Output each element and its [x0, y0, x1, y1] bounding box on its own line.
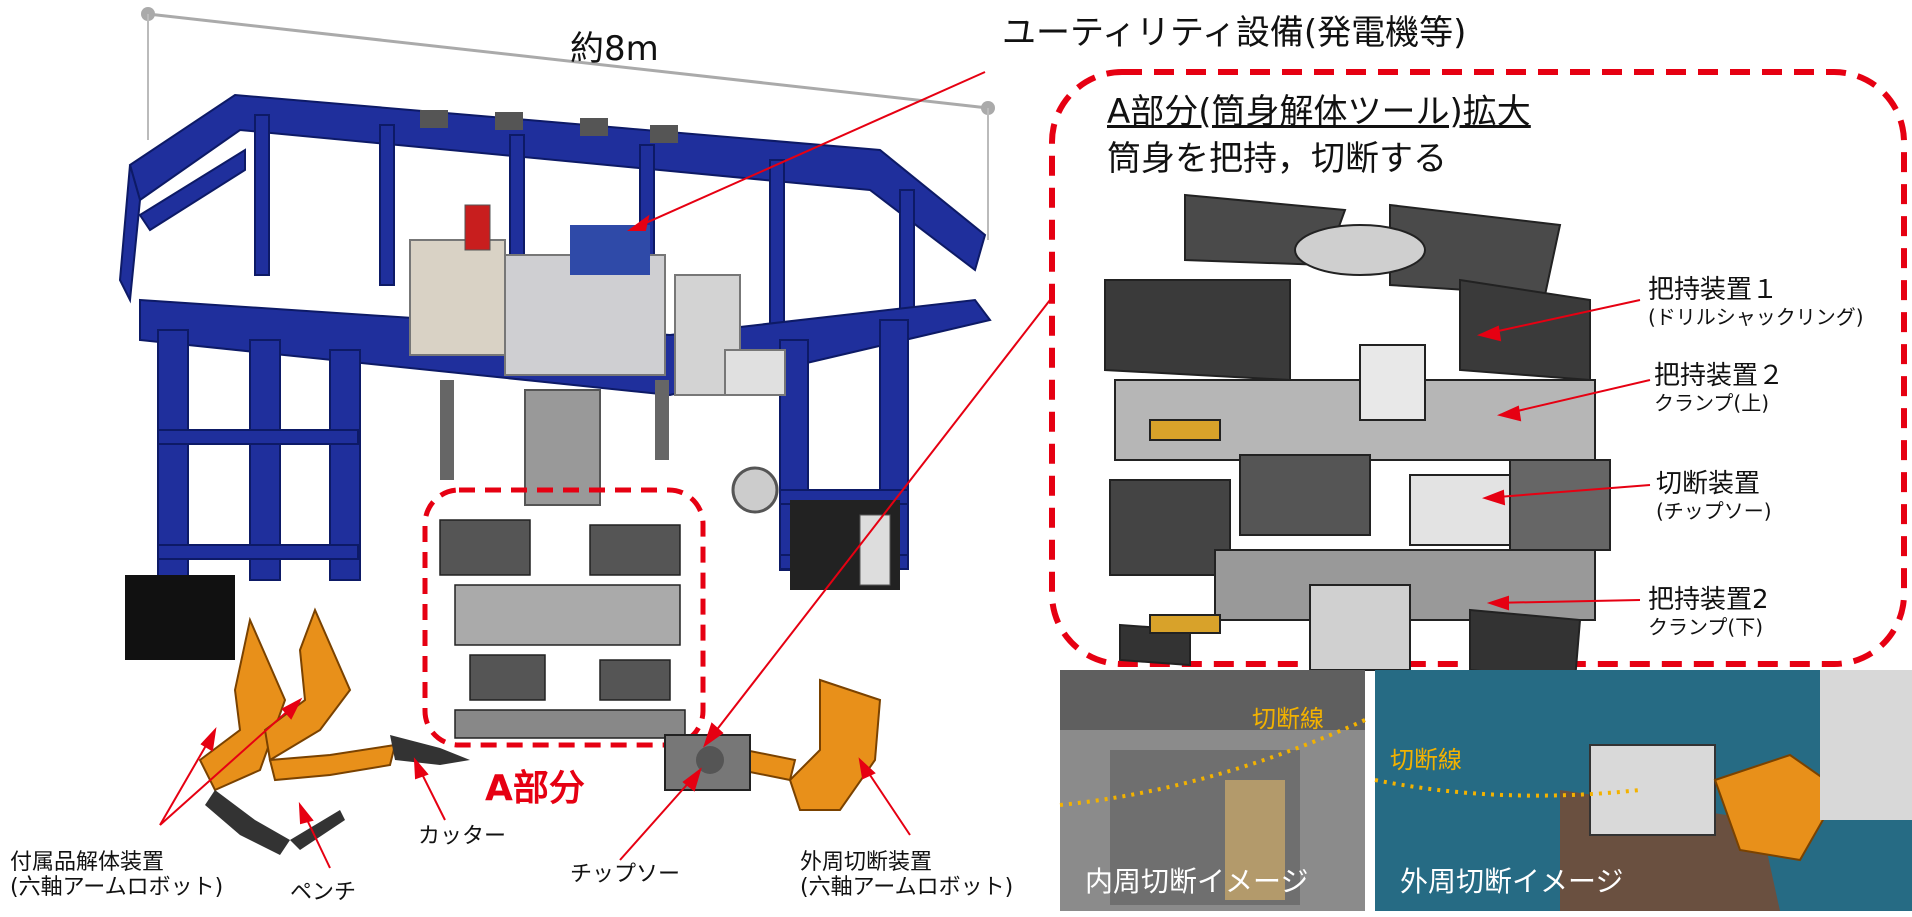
grip-device-2-upper-main: 把持装置２ — [1654, 361, 1785, 391]
inner-cut-caption: 内周切断イメージ — [1085, 865, 1309, 898]
outer-cut-tool-label: 外周切断装置 (六軸アームロボット) — [800, 850, 1013, 901]
attachment-tool-main: 付属品解体装置 — [10, 850, 165, 875]
cutting-device-sub: (チップソー) — [1656, 498, 1772, 523]
attachment-tool-label: 付属品解体装置 (六軸アームロボット) — [10, 850, 223, 901]
inner-cut-photo — [1059, 670, 1366, 911]
outer-cut-caption: 外周切断イメージ — [1400, 865, 1624, 898]
grip-device-2-lower-main: 把持装置2 — [1648, 585, 1769, 615]
cutter-label: カッター — [418, 824, 507, 849]
outer-cut-tool-main: 外周切断装置 — [800, 850, 933, 875]
attachment-tool-sub: (六軸アームロボット) — [10, 875, 224, 901]
grip-device-2-lower-sub: クランプ(下) — [1648, 614, 1764, 639]
grip-device-2-lower-label: 把持装置2 クランプ(下) — [1648, 585, 1769, 639]
width-dimension — [141, 7, 995, 240]
barrel-tool-small — [439, 519, 686, 739]
grip-device-1-label: 把持装置１ (ドリルシャックリング) — [1648, 275, 1864, 329]
chip-saw-label: チップソー — [570, 862, 681, 887]
zoom-box-subtitle: 筒身を把持，切断する — [1107, 139, 1447, 179]
a-part-box — [422, 487, 706, 748]
a-part-label: A部分 — [485, 768, 585, 809]
utility-equipment — [409, 110, 786, 396]
zoom-box-title: A部分(筒身解体ツール)拡大 — [1107, 92, 1531, 132]
gantry-frame — [118, 93, 992, 581]
left-robot-arms — [125, 575, 470, 855]
grip-device-1-sub: (ドリルシャックリング) — [1648, 304, 1864, 329]
inner-cut-line-label: 切断線 — [1252, 705, 1324, 733]
outer-cut-photo — [1374, 670, 1912, 911]
barrel-tool-zoomed — [1104, 193, 1611, 682]
grip-device-2-upper-label: 把持装置２ クランプ(上) — [1654, 361, 1785, 415]
callout-pointers — [159, 71, 1651, 869]
cutting-device-label: 切断装置 (チップソー) — [1656, 469, 1772, 523]
width-label: 約8m — [570, 29, 659, 69]
grip-device-2-upper-sub: クランプ(上) — [1654, 390, 1770, 415]
outer-cut-tool-sub: (六軸アームロボット) — [800, 875, 1014, 901]
utility-label: ユーティリティ設備(発電機等) — [1002, 13, 1467, 53]
central-column — [440, 380, 669, 506]
grip-device-1-main: 把持装置１ — [1648, 275, 1779, 305]
pliers-label: ペンチ — [290, 880, 357, 905]
outer-cut-line-label: 切断線 — [1390, 746, 1462, 774]
cutting-device-main: 切断装置 — [1656, 469, 1761, 499]
